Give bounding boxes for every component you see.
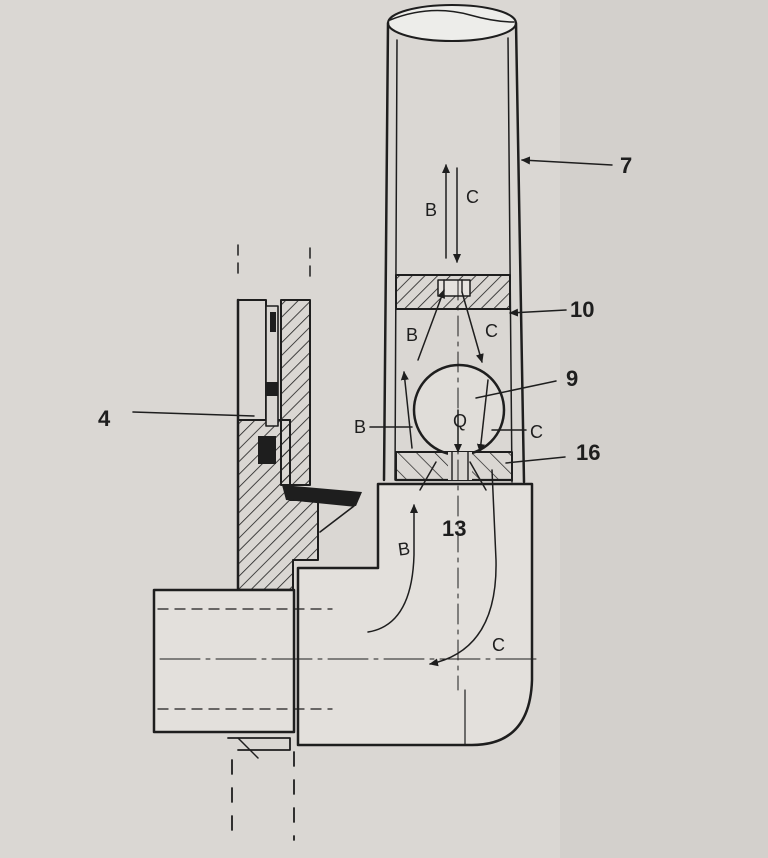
label-part-13: 13 <box>442 518 466 540</box>
seat-16 <box>396 452 512 480</box>
label-flow-b-upper: B <box>406 326 418 344</box>
label-flow-c-side: C <box>530 423 543 441</box>
label-flow-b-top: B <box>425 201 437 219</box>
ball-9 <box>414 365 504 455</box>
paper-shade <box>560 0 768 858</box>
label-flow-c-top: C <box>466 188 479 206</box>
label-flow-c-upper: C <box>485 322 498 340</box>
label-flow-b-elbow: B <box>397 539 411 558</box>
label-flow-c-elbow: C <box>492 636 505 654</box>
element-10 <box>396 275 510 309</box>
label-part-16: 16 <box>576 442 600 464</box>
label-flow-q-ball: Q <box>453 412 467 430</box>
label-part-4: 4 <box>98 408 110 430</box>
label-part-9: 9 <box>566 368 578 390</box>
label-part-7: 7 <box>620 155 632 177</box>
label-part-10: 10 <box>570 299 594 321</box>
label-flow-b-side: B <box>354 418 366 436</box>
